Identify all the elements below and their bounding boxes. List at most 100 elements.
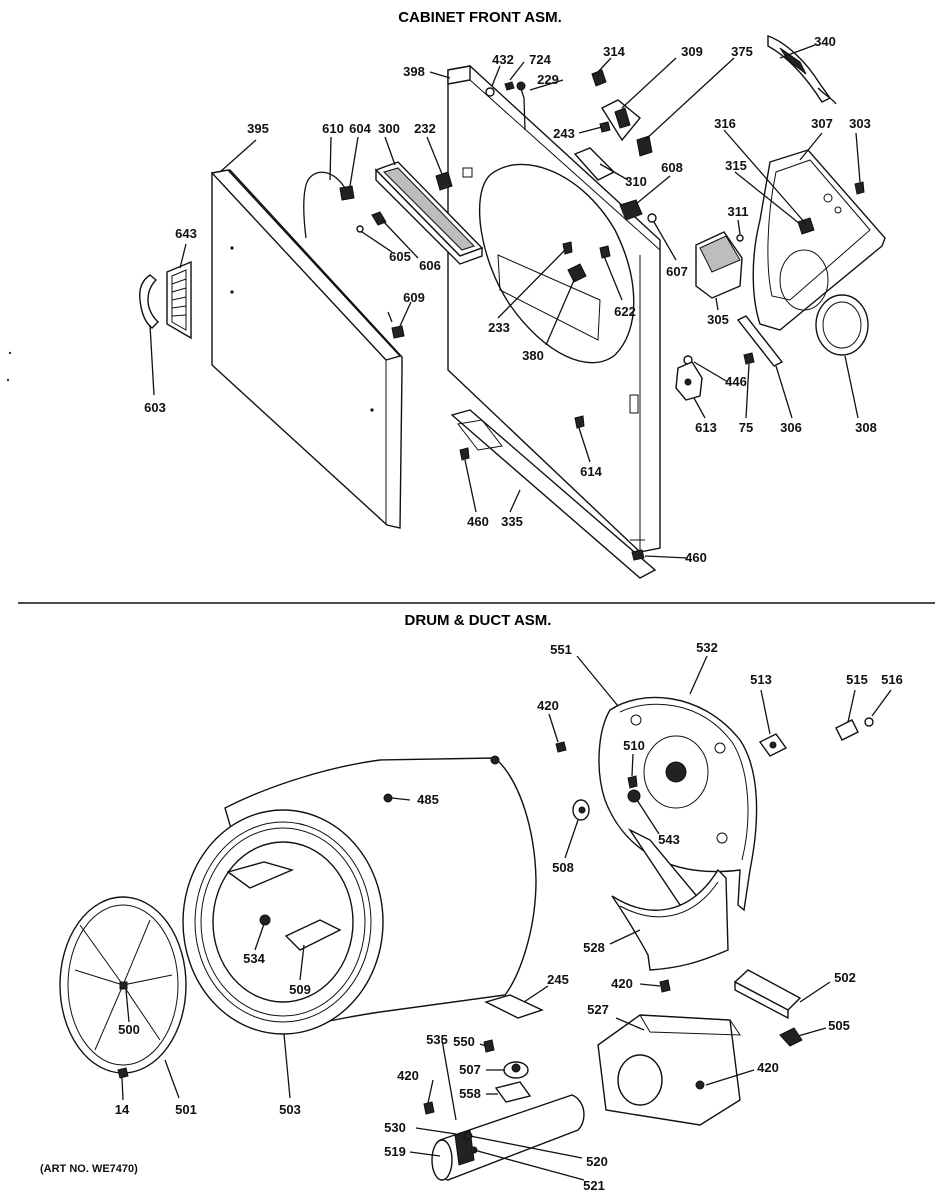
plate-245 (484, 994, 544, 1019)
label-513: 513 (750, 672, 772, 687)
label-485: 485 (417, 792, 439, 807)
label-300: 300 (378, 121, 400, 136)
clip-515 (835, 719, 859, 741)
label-398: 398 (403, 64, 425, 79)
label-309: 309 (681, 44, 703, 59)
label-507: 507 (459, 1062, 481, 1077)
label-503: 503 (279, 1102, 301, 1117)
label-420-mid: 420 (611, 976, 633, 991)
hinge-608 (619, 199, 643, 221)
bracket-306 (736, 315, 784, 367)
label-303: 303 (849, 116, 871, 131)
label-446: 446 (725, 374, 747, 389)
sensor-380 (567, 263, 587, 283)
label-558: 558 (459, 1086, 481, 1101)
label-311: 311 (728, 204, 749, 219)
label-314: 314 (603, 44, 625, 59)
label-607: 607 (666, 264, 688, 279)
screw-614 (574, 415, 585, 429)
drum-503 (182, 755, 537, 1035)
label-233: 233 (488, 320, 510, 335)
screw-622 (599, 245, 611, 259)
label-316: 316 (714, 116, 736, 131)
label-335: 335 (501, 514, 523, 529)
label-75: 75 (739, 420, 753, 435)
label-603: 603 (144, 400, 166, 415)
screw-605 (356, 225, 364, 233)
label-306: 306 (780, 420, 802, 435)
label-500: 500 (118, 1022, 140, 1037)
screw-609 (391, 325, 405, 339)
cabinet-front-title: CABINET FRONT ASM. (398, 9, 562, 26)
label-340: 340 (814, 34, 836, 49)
clip-505 (779, 1027, 803, 1047)
screw-420-top (555, 741, 567, 753)
hinge-613 (675, 361, 703, 401)
screw-460-left (459, 447, 470, 461)
label-245: 245 (547, 972, 569, 987)
label-307: 307 (811, 116, 833, 131)
drum-duct-title: DRUM & DUCT ASM. (405, 612, 552, 629)
art-number: (ART NO. WE7470) (40, 1163, 138, 1175)
label-613: 613 (695, 420, 717, 435)
nut-432 (485, 87, 495, 97)
rear-bulkhead-532 (598, 696, 758, 912)
label-508: 508 (552, 860, 574, 875)
label-460-right: 460 (685, 550, 707, 565)
spring-375 (636, 135, 653, 157)
cabinet-leader-lines (149, 44, 861, 559)
label-550: 550 (453, 1034, 475, 1049)
door-switch-232 (435, 171, 453, 191)
label-605: 605 (389, 249, 411, 264)
thermostat-507 (503, 1061, 529, 1079)
label-232: 232 (414, 121, 436, 136)
label-460-left: 460 (467, 514, 489, 529)
kick-plate-335 (450, 409, 657, 579)
label-519: 519 (384, 1144, 406, 1159)
lint-filter-300 (374, 161, 484, 265)
screw-75 (743, 352, 755, 365)
label-432: 432 (492, 52, 514, 67)
screw-724 (504, 81, 515, 91)
clip-606 (371, 211, 387, 226)
label-527: 527 (587, 1002, 609, 1017)
blower-housing-527 (597, 1014, 741, 1126)
label-532: 532 (696, 640, 718, 655)
nut-516 (864, 717, 874, 727)
screw-510 (627, 775, 638, 789)
cabinet-part-numbers: 395 610 604 300 232 398 432 724 229 314 … (144, 34, 877, 565)
label-380: 380 (522, 348, 544, 363)
screw-303 (854, 181, 865, 195)
label-420-top: 420 (537, 698, 559, 713)
label-515: 515 (846, 672, 868, 687)
drum-leader-lines (121, 655, 892, 1181)
label-243: 243 (553, 126, 575, 141)
screw-14 (117, 1067, 129, 1079)
screw-243 (599, 121, 611, 133)
duct-housing-307 (752, 149, 886, 331)
label-609: 609 (403, 290, 425, 305)
wire-harness-610 (303, 171, 346, 239)
label-305: 305 (707, 312, 729, 327)
lower-duct-528 (611, 868, 729, 971)
seal-ring-308 (815, 294, 869, 356)
label-420-lower: 420 (397, 1068, 419, 1083)
screw-550 (483, 1039, 495, 1053)
label-521: 521 (583, 1178, 605, 1193)
connector-604 (339, 185, 355, 201)
latch-bracket-309 (600, 99, 641, 142)
screw-460-right (631, 549, 645, 561)
mount-513 (758, 733, 788, 757)
label-501: 501 (175, 1102, 197, 1117)
cover-305 (695, 231, 743, 299)
margin-dot (6, 378, 10, 382)
label-528: 528 (583, 940, 605, 955)
label-420-right: 420 (757, 1060, 779, 1075)
label-229: 229 (537, 72, 559, 87)
label-604: 604 (349, 121, 371, 136)
label-608: 608 (661, 160, 683, 175)
label-610: 610 (322, 121, 344, 136)
label-543: 543 (658, 832, 680, 847)
label-375: 375 (731, 44, 753, 59)
